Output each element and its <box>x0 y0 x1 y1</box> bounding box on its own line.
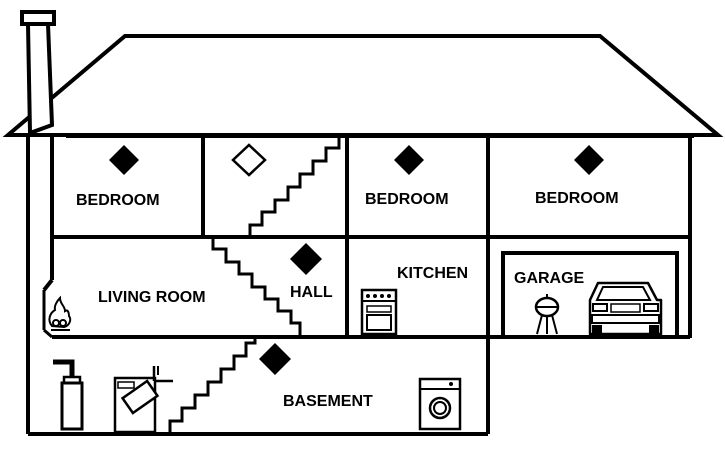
fireplace-fire-icon <box>48 295 72 331</box>
house-walls <box>26 134 694 436</box>
room-label-bedroom-middle: BEDROOM <box>365 191 449 208</box>
roof <box>2 34 724 137</box>
staircase-upper <box>248 136 341 237</box>
furnace-icon <box>113 366 173 434</box>
detector-marker-stairwell <box>231 143 267 177</box>
staircase-basement <box>168 337 257 434</box>
staircase-main <box>211 237 302 337</box>
room-label-living-room: LIVING ROOM <box>98 289 206 306</box>
washing-machine-icon <box>418 377 462 431</box>
detector-marker-bedroom-left <box>109 145 139 175</box>
car-icon <box>588 281 663 336</box>
grill-icon <box>534 294 560 335</box>
detector-marker-hall <box>290 243 322 275</box>
markers <box>109 143 604 375</box>
detector-marker-bedroom-middle <box>394 145 424 175</box>
detector-marker-basement <box>259 343 291 375</box>
room-label-bedroom-left: BEDROOM <box>76 192 160 209</box>
room-label-garage: GARAGE <box>514 270 585 287</box>
detector-marker-bedroom-right <box>574 145 604 175</box>
room-label-hall: HALL <box>290 284 333 301</box>
stove-icon <box>360 288 398 336</box>
water-heater-icon <box>53 359 84 431</box>
room-label-basement: BASEMENT <box>283 393 373 410</box>
chimney <box>20 10 56 136</box>
garage-door-frame <box>501 251 679 337</box>
room-label-bedroom-right: BEDROOM <box>535 190 619 207</box>
room-label-kitchen: KITCHEN <box>397 265 468 282</box>
